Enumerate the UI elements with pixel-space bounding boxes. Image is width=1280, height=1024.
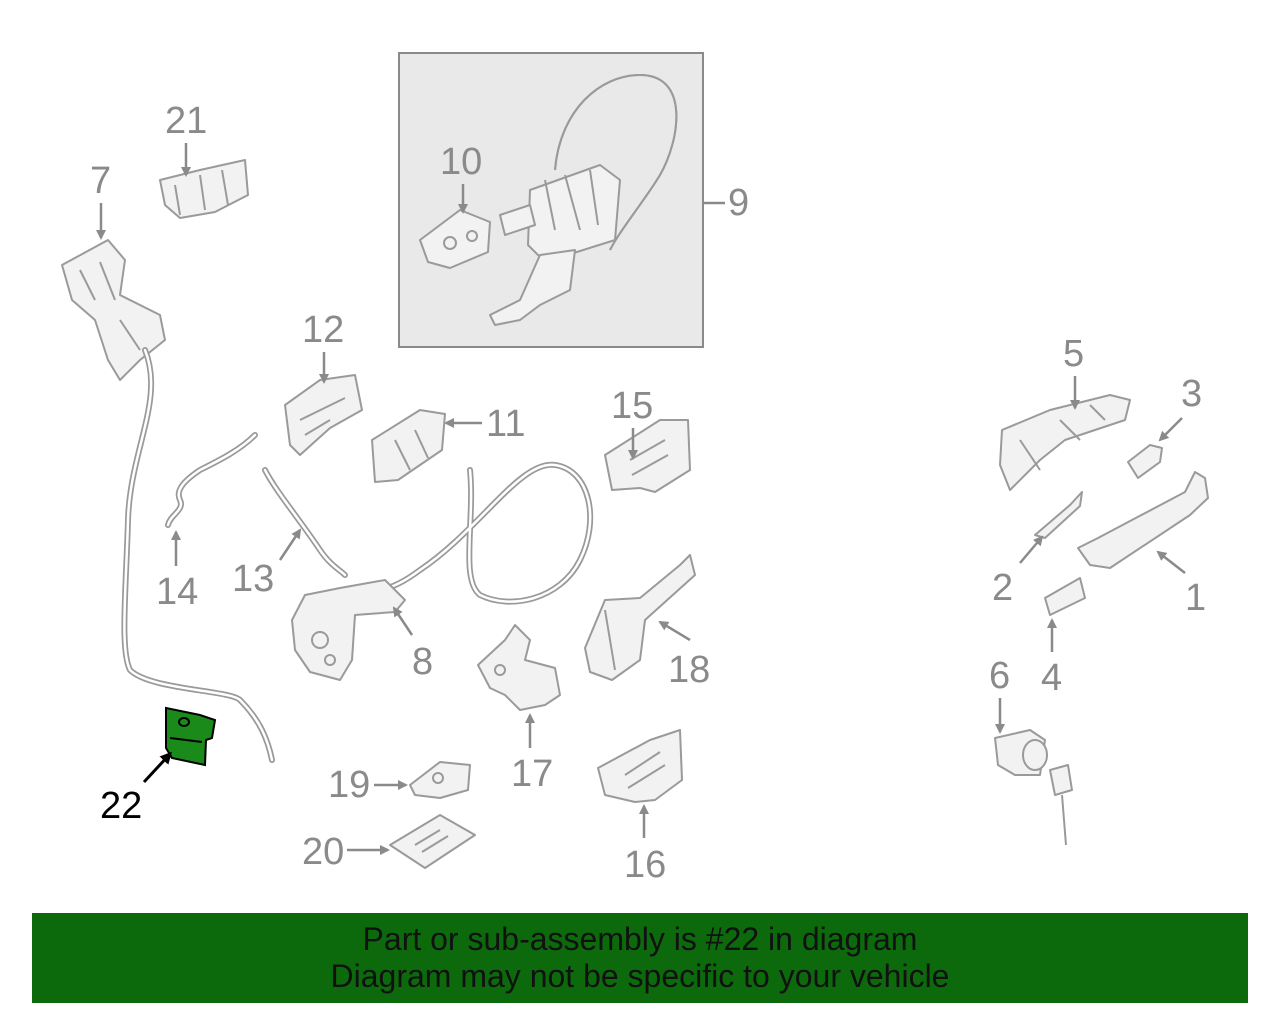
part-11-switch [371,409,446,483]
label-12: 12 [302,309,344,351]
label-4: 4 [1041,657,1062,699]
part-5-handle-bracket [999,394,1131,491]
label-19: 19 [328,764,370,806]
info-banner: Part or sub-assembly is #22 in diagram D… [32,913,1248,1003]
part-17-bracket [477,624,561,711]
label-8: 8 [412,641,433,683]
part-12-inner-handle [284,374,363,456]
label-11: 11 [486,403,525,445]
part-4-gasket [1044,577,1086,616]
part-20-label-plate [389,814,476,869]
label-14: 14 [156,571,198,613]
label-1: 1 [1185,577,1206,619]
part-2-gasket [1034,491,1083,539]
part-3-cover [1127,444,1163,479]
part-22-highlighted [165,706,217,767]
label-13: 13 [232,558,274,600]
part-21-hinge [159,159,249,219]
label-6: 6 [989,655,1010,697]
label-22-highlighted: 22 [100,785,142,827]
part-8-cable [372,461,594,605]
part-16-hinge [597,729,683,803]
label-15: 15 [611,385,653,427]
label-18: 18 [668,649,710,691]
part-13-rod [262,467,348,578]
part-7-hinge [61,239,166,381]
part-1-outside-handle [1077,471,1209,569]
label-10: 10 [440,141,482,183]
banner-line-1: Part or sub-assembly is #22 in diagram [362,921,918,957]
part-6-lock-cylinder [994,729,1073,846]
part-15-door-check [604,419,691,493]
part-19-striker [409,761,471,799]
label-20: 20 [302,831,344,873]
part-18-door-check-link [584,554,696,681]
label-3: 3 [1181,373,1202,415]
label-7: 7 [90,160,111,202]
label-5: 5 [1063,333,1084,375]
cable-part-7 [121,347,275,763]
label-9: 9 [728,182,749,224]
part-9-lock-assembly [489,73,678,326]
part-8-latch [291,579,406,681]
label-2: 2 [992,567,1013,609]
part-14-rod [165,432,258,528]
label-17: 17 [511,753,553,795]
banner-line-2: Diagram may not be specific to your vehi… [330,958,950,994]
label-21: 21 [165,100,207,142]
label-16: 16 [624,844,666,886]
